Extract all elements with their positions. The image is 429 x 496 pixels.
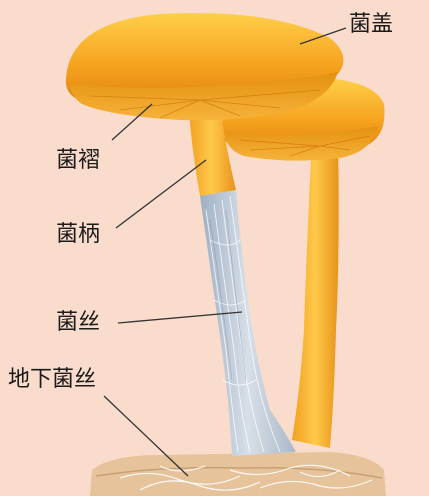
label-stalk: 菌柄 bbox=[56, 224, 100, 246]
label-underground-hyphae: 地下菌丝 bbox=[8, 369, 96, 391]
main-cap bbox=[66, 13, 344, 120]
label-hyphae: 菌丝 bbox=[56, 312, 100, 334]
stalk-hyphae bbox=[200, 190, 296, 456]
label-gills: 菌褶 bbox=[56, 150, 100, 172]
stalk-leader-line bbox=[116, 160, 206, 228]
right-stalk bbox=[292, 140, 339, 448]
label-cap: 菌盖 bbox=[349, 14, 393, 36]
